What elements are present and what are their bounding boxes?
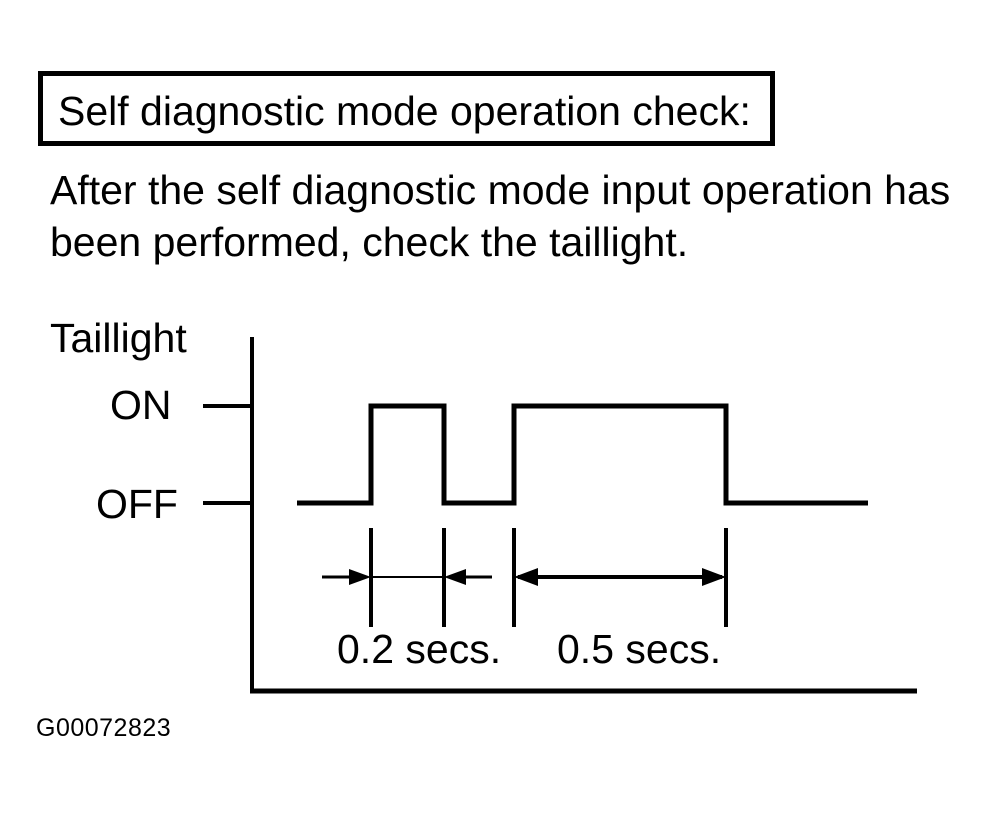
instruction-line-1: After the self diagnostic mode input ope… (50, 167, 951, 213)
interval-label-short: 0.2 secs. (337, 626, 502, 672)
title-box: Self diagnostic mode operation check: (38, 71, 775, 146)
signal-label: Taillight (50, 315, 187, 361)
instruction-paragraph: After the self diagnostic mode input ope… (50, 164, 950, 268)
on-level-label: ON (110, 382, 172, 428)
instruction-line-2: been performed, check the taillight. (50, 219, 689, 265)
title-text: Self diagnostic mode operation check: (58, 87, 751, 134)
dim-02-left-arrowhead-icon (349, 569, 371, 585)
dim-05-right-arrowhead-icon (702, 568, 726, 586)
dim-02-right-arrowhead-icon (444, 569, 466, 585)
dim-05-left-arrowhead-icon (514, 568, 538, 586)
waveform-trace (297, 403, 868, 506)
figure-code: G00072823 (36, 714, 172, 742)
interval-label-long: 0.5 secs. (557, 626, 722, 672)
off-level-label: OFF (96, 481, 178, 527)
